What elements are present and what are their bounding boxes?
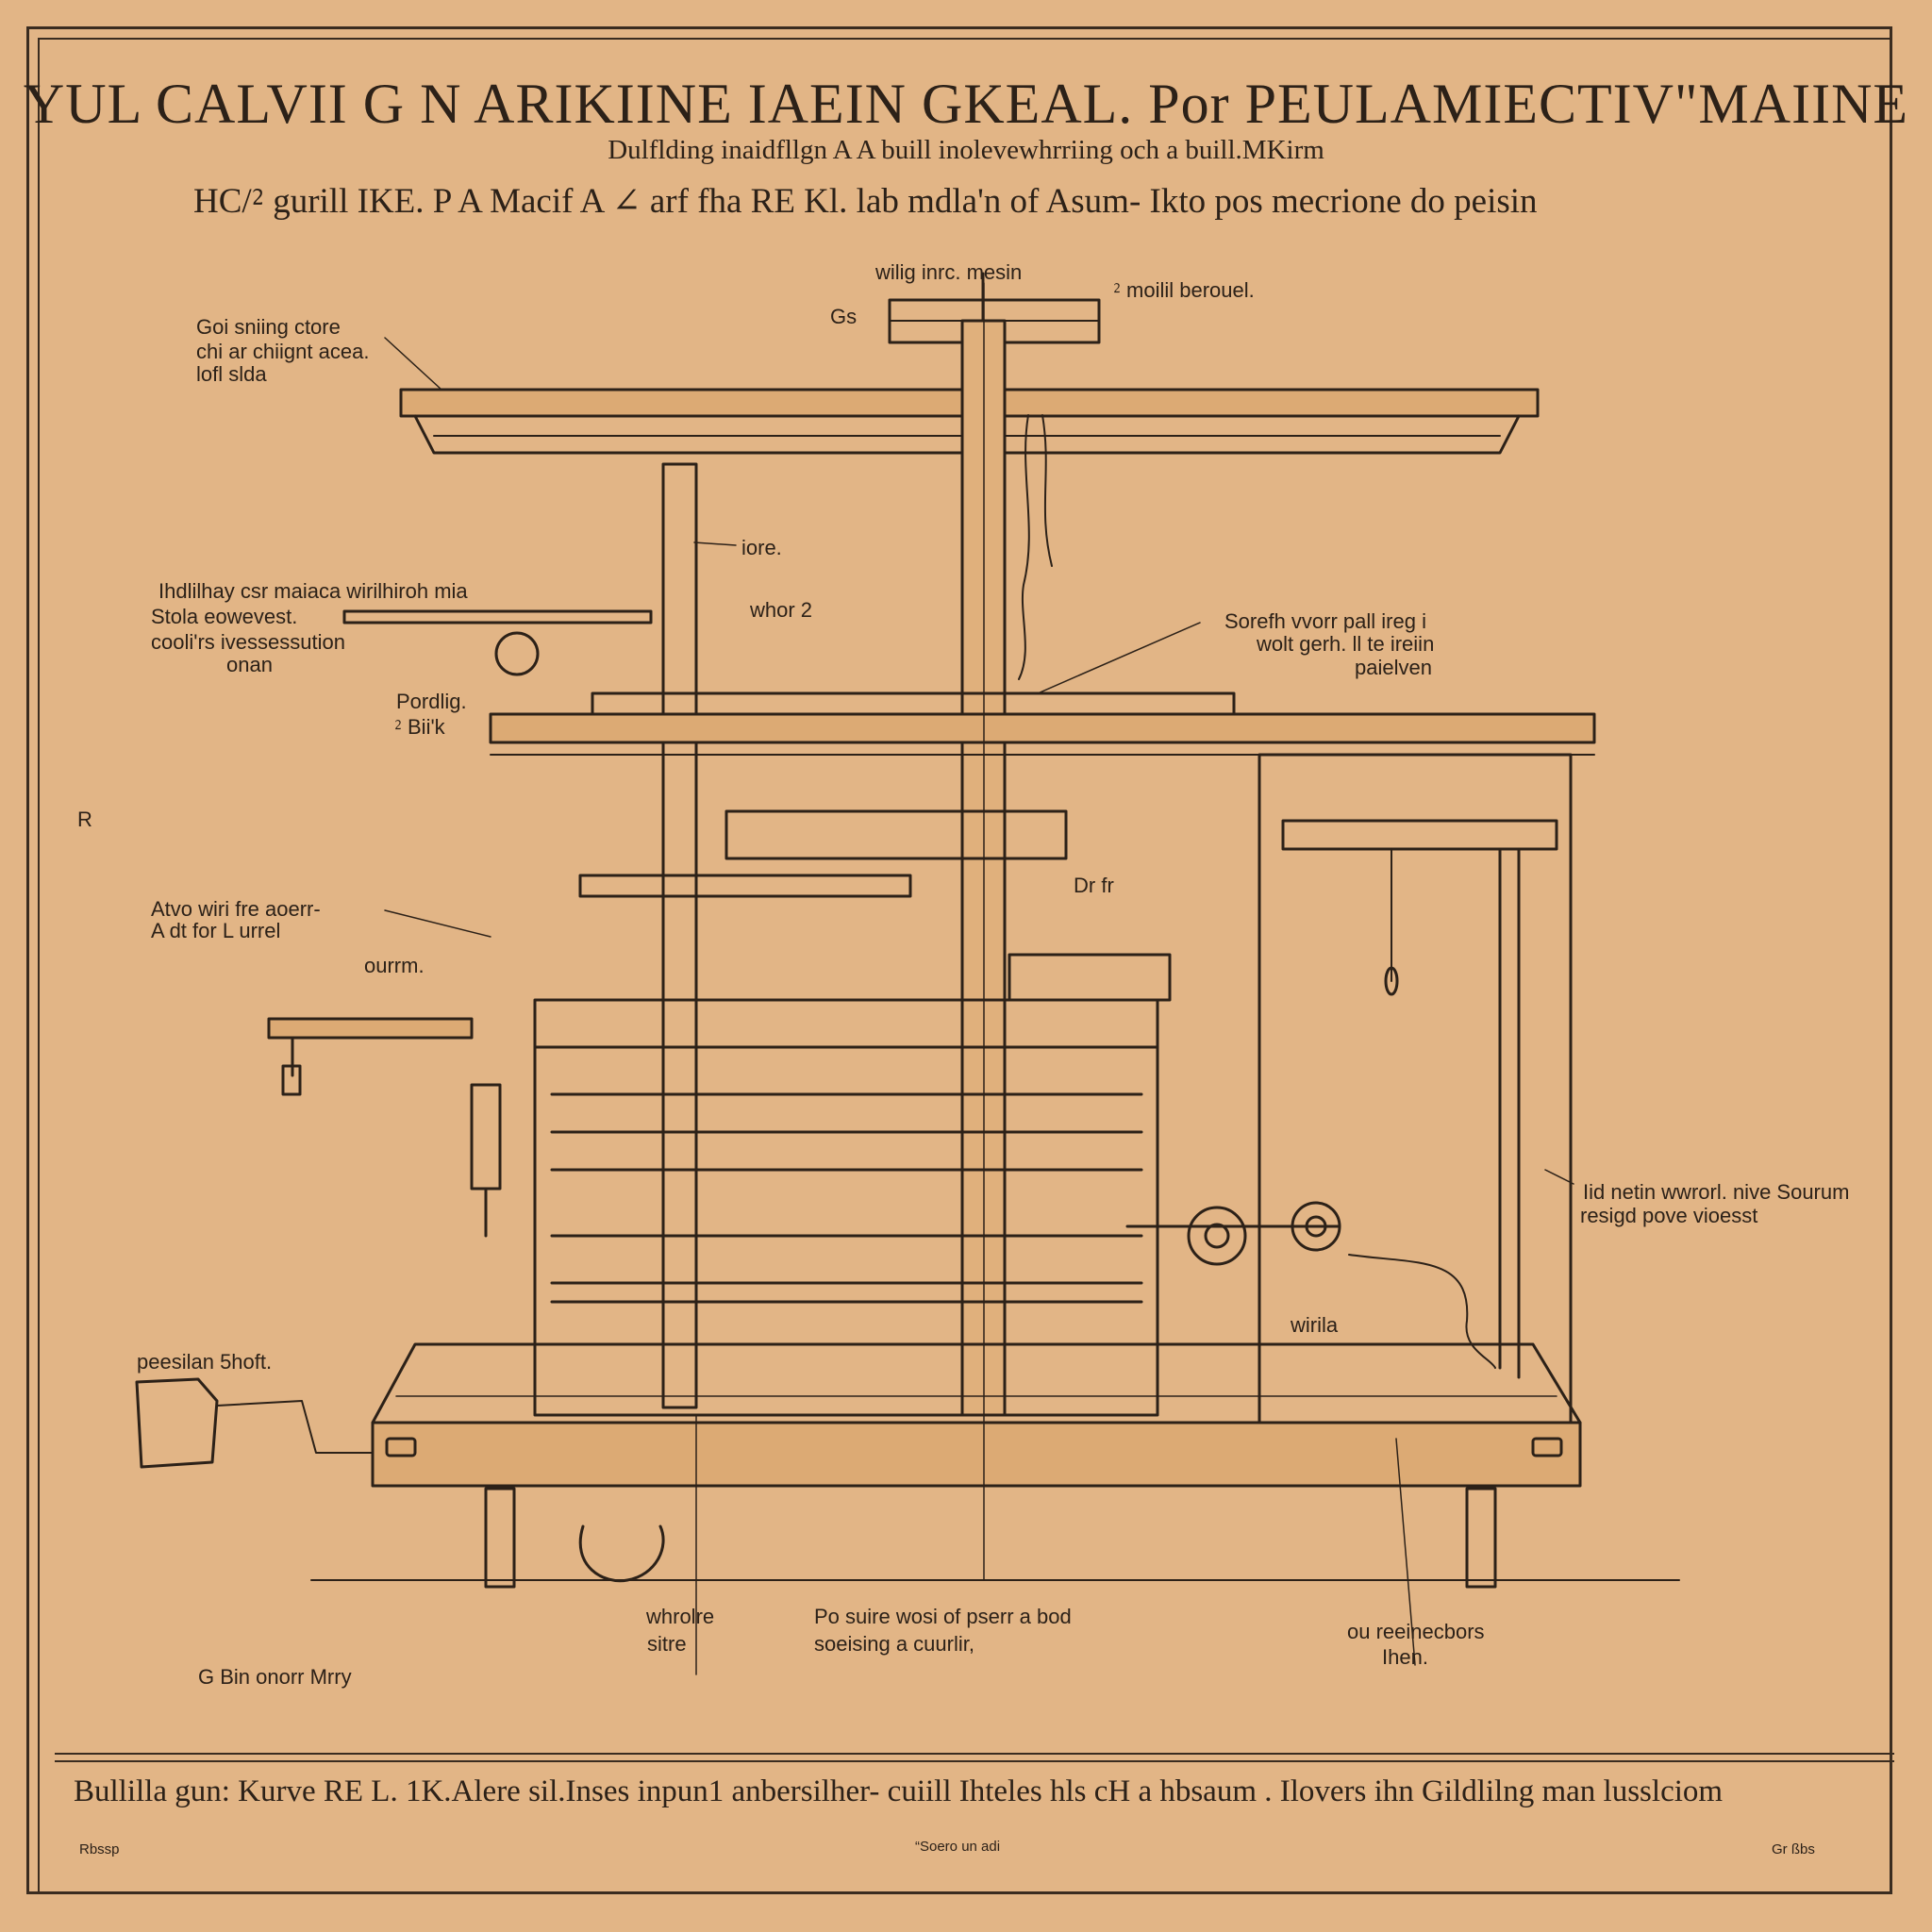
leg-left [484,1487,516,1589]
label-top-center: wilig inrc. mesin [875,260,1023,284]
label-ourrm: ourrm. [364,954,425,977]
base-platform [371,1421,1582,1488]
gear-assembly [1125,1201,1341,1266]
label-upper-left-2: chi ar chiignt acea. [196,340,370,363]
leader-lines [384,282,1574,1675]
footer-rule-top [55,1753,1894,1755]
label-right-block-1: Sorefh vvorr pall ireg i [1224,609,1426,633]
label-right-block-2: wolt gerh. ll te ireiin [1257,632,1435,656]
footer-left: Rbssp [79,1841,120,1857]
blueprint-description: HC/⁲ gurill IKE. P A Macif A ∠ arf fha R… [193,182,1538,221]
left-post [661,462,698,1409]
hanging-chain [1018,414,1030,680]
footer-caption: Bullilla gun: Kurve RE L. 1K.Alere sil.I… [74,1774,1724,1808]
label-bottom-center-left-2: sitre [647,1632,687,1656]
pedal-box [135,1377,219,1469]
label-post: iore. [741,536,782,559]
label-top-marker: Gs [830,305,858,328]
mid-table-rail [591,691,1236,716]
label-lower-left-1: Atvo wiri fre aoerr- [151,897,321,921]
footer-rule-bottom [55,1760,1894,1762]
label-whor: whor 2 [750,598,813,622]
leg-right [1465,1487,1497,1589]
label-margin-mark: R [77,808,92,831]
label-corner-note: G Bin onorr Mrry [198,1665,352,1689]
inner-border [38,38,1892,1894]
footer-center: “Soero un adi [915,1839,1001,1855]
label-right-mid-2: resigd pove vioesst [1580,1204,1758,1227]
label-left-block-3: cooli'rs ivessessution [151,630,345,654]
arm-mechanism [724,809,1068,860]
label-right-block-3: paielven [1355,656,1432,679]
vertical-piston [470,1083,502,1191]
label-pedal: peesilan 5hoft. [137,1350,273,1374]
label-top-right: ⁲ moilil berouel. [1113,278,1255,302]
label-bottom-center-1: Po suire wosi of pserr a bod [814,1605,1072,1628]
cable [1348,1254,1496,1369]
label-right-mid-1: Iid netin wwrorl. nive Sourum [1583,1180,1850,1204]
mid-table [489,712,1596,744]
blueprint-title: YUL CALVII G N ARIKIINE IAEIN GKEAL. Por… [23,73,1909,135]
label-pordlig-2: ⁲ Bii'k [394,715,445,739]
footer-right: Gr ßbs [1772,1841,1815,1857]
label-pordlig-1: Pordlig. [396,690,467,713]
blueprint-subtitle: Dulflding inaidfllgn A A buill inolevewh… [608,135,1324,165]
label-wiria: wirila [1291,1313,1339,1337]
label-left-block-1: Ihdlilhay csr maiaca wirilhiroh mia [158,579,468,603]
lower-wheel [578,1524,665,1583]
label-upper-left-3: lofl slda [196,362,267,386]
label-left-block-2: Stola eowevest. [151,605,298,628]
small-wheel [494,631,540,676]
label-bottom-right-1: ou reeinecbors [1347,1620,1485,1643]
main-cabinet [533,998,1159,1417]
label-upper-left-1: Goi sniing ctore [196,315,341,339]
base-top [371,1342,1582,1424]
label-lower-left-2: A dt for L urrel [151,919,281,942]
label-arm: Dr fr [1074,874,1114,897]
label-bottom-center-2: soeising a cuurlir, [814,1632,974,1656]
label-left-block-4: onan [226,653,273,676]
label-bottom-right-2: Ihen. [1382,1645,1428,1669]
side-tray [267,1017,474,1040]
label-bottom-center-left-1: whrolre [646,1605,715,1628]
